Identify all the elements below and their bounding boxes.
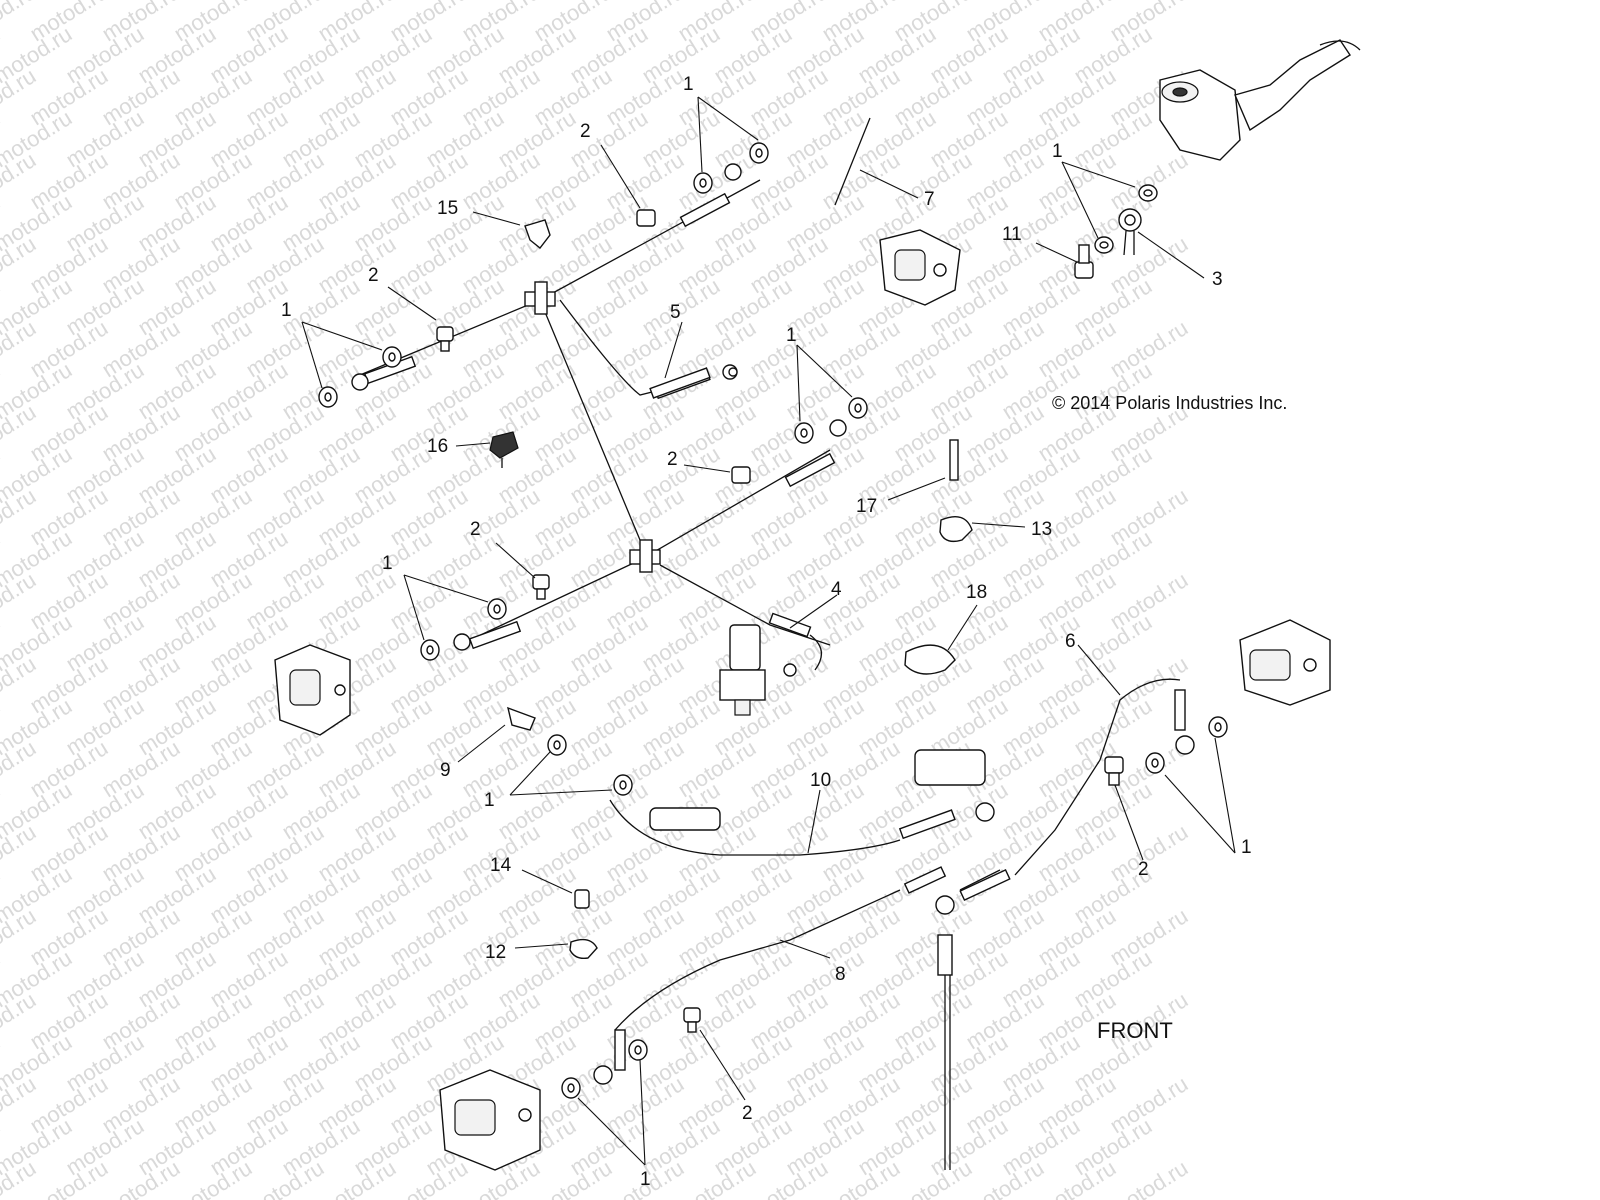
callout-labels: 1 2 15 2 1 5 7 1 11 3 1 16 2 17 13 2 1 4… [281, 74, 1252, 1190]
callout-1: 1 [640, 1169, 651, 1190]
callout-16: 16 [427, 436, 448, 457]
brake-line-10 [609, 749, 995, 856]
callout-4: 4 [831, 579, 842, 600]
callout-2: 2 [1138, 859, 1149, 880]
front-indicator: FRONT [1097, 1018, 1173, 1043]
callout-9: 9 [440, 760, 451, 781]
callout-1: 1 [382, 553, 393, 574]
callout-3: 3 [1212, 269, 1223, 290]
callout-1: 1 [1052, 141, 1063, 162]
callout-2: 2 [742, 1103, 753, 1124]
callout-18: 18 [966, 582, 987, 603]
watermark-text: motod.ru [1105, 1155, 1192, 1200]
crush-washers [318, 142, 1228, 1099]
proportioning-valve [719, 624, 766, 716]
callout-1: 1 [281, 300, 292, 321]
callout-6: 6 [1065, 631, 1076, 652]
callout-13: 13 [1031, 519, 1052, 540]
callout-2: 2 [368, 265, 379, 286]
callout-5: 5 [670, 302, 681, 323]
caliper-center-top [879, 229, 961, 306]
master-cylinder [1159, 39, 1361, 161]
callout-1: 1 [786, 325, 797, 346]
bolts [436, 209, 1124, 1033]
watermark-layer: motod.rumotod.rumotod.rumotod.rumotod.ru… [0, 0, 1192, 1200]
callout-17: 17 [856, 496, 877, 517]
hose-5-fitting [649, 367, 711, 399]
callout-1: 1 [1241, 837, 1252, 858]
lower-tee-assembly [453, 419, 847, 677]
callout-14: 14 [490, 855, 512, 876]
brake-line-8 [593, 866, 1011, 1085]
callout-2: 2 [580, 121, 591, 142]
brake-line-6 [1014, 678, 1195, 876]
leader-lines [301, 96, 1236, 1166]
caliper-right [1239, 619, 1331, 706]
caliper-left [274, 644, 351, 736]
clips [489, 431, 973, 960]
callout-2: 2 [470, 519, 481, 540]
caliper-bottom [439, 1069, 541, 1171]
callout-8: 8 [835, 964, 846, 985]
callout-11: 11 [1002, 224, 1022, 245]
callout-12: 12 [485, 942, 506, 963]
copyright-notice: © 2014 Polaris Industries Inc. [1052, 393, 1287, 413]
banjo-fitting-3 [1118, 208, 1142, 256]
callout-10: 10 [810, 770, 831, 791]
brake-line-5 [728, 367, 738, 377]
brake-line-vertical [937, 934, 953, 1170]
brake-parts [274, 39, 1361, 1171]
callout-7: 7 [924, 189, 935, 210]
callout-1: 1 [484, 790, 495, 811]
callout-1: 1 [683, 74, 694, 95]
callout-15: 15 [437, 198, 458, 219]
rod-7 [834, 117, 871, 206]
callout-2: 2 [667, 449, 678, 470]
